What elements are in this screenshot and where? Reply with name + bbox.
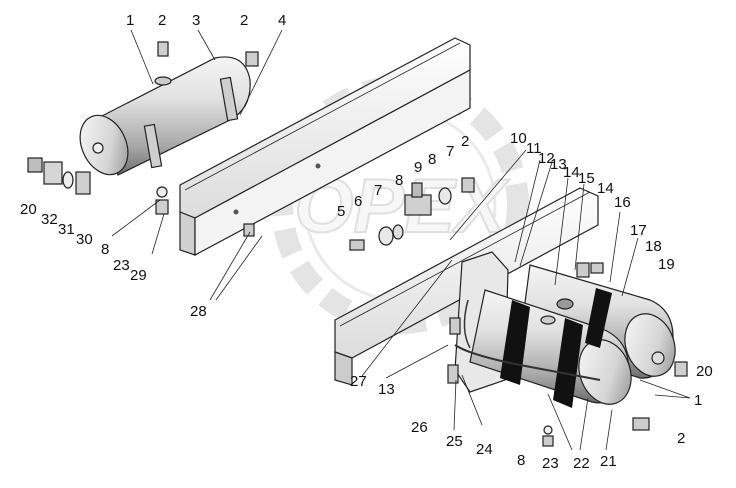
- callout-30: 30: [76, 231, 93, 248]
- callout-2: 2: [677, 430, 685, 447]
- callout-2: 2: [158, 12, 166, 29]
- callout-1: 1: [694, 392, 702, 409]
- callout-6: 6: [354, 193, 362, 210]
- callout-4: 4: [278, 12, 286, 29]
- callout-23: 23: [113, 257, 130, 274]
- callout-5: 5: [337, 203, 345, 220]
- callout-31: 31: [58, 221, 75, 238]
- callout-1: 1: [126, 12, 134, 29]
- callout-9: 9: [414, 159, 422, 176]
- callout-20: 20: [20, 201, 37, 218]
- callout-24: 24: [476, 441, 493, 458]
- callout-16: 16: [614, 194, 631, 211]
- callout-19: 19: [658, 256, 675, 273]
- callout-22: 22: [573, 455, 590, 472]
- callout-18: 18: [645, 238, 662, 255]
- callout-2: 2: [240, 12, 248, 29]
- callout-12: 12: [538, 150, 555, 167]
- callout-2: 2: [461, 133, 469, 150]
- callout-3: 3: [192, 12, 200, 29]
- callout-8: 8: [101, 241, 109, 258]
- callout-27: 27: [350, 373, 367, 390]
- air-tank-upper: [79, 56, 251, 176]
- callout-11: 11: [526, 140, 542, 157]
- callout-7: 7: [374, 182, 382, 199]
- callout-15: 15: [578, 170, 595, 187]
- callout-8: 8: [395, 172, 403, 189]
- callout-20: 20: [696, 363, 713, 380]
- callout-29: 29: [130, 267, 147, 284]
- callout-17: 17: [630, 222, 647, 239]
- leader-lines: [111, 29, 691, 451]
- callout-8: 8: [517, 452, 525, 469]
- callout-8: 8: [428, 151, 436, 168]
- upper-frame-rail: [179, 37, 471, 257]
- callout-7: 7: [446, 143, 454, 160]
- callout-32: 32: [41, 211, 58, 228]
- callout-23: 23: [542, 455, 559, 472]
- air-tank-front: [469, 288, 632, 408]
- callout-13: 13: [550, 156, 567, 173]
- callout-14: 14: [597, 180, 614, 197]
- callout-labels: 1 2 3 2 4 20 32 31 30 8 23 29 28 5 6 7 8…: [20, 12, 713, 472]
- callout-25: 25: [446, 433, 463, 450]
- callout-14: 14: [563, 164, 580, 181]
- fittings: [27, 41, 688, 447]
- callout-21: 21: [600, 453, 617, 470]
- callout-10: 10: [510, 130, 527, 147]
- callout-26: 26: [411, 419, 428, 436]
- callout-13: 13: [378, 381, 395, 398]
- callout-28: 28: [190, 303, 207, 320]
